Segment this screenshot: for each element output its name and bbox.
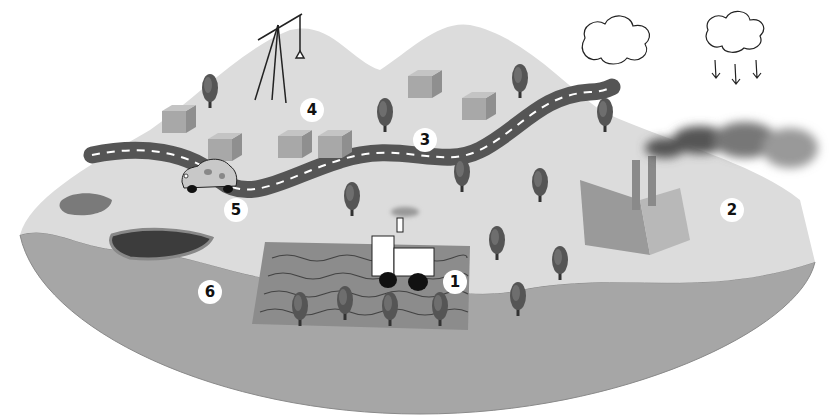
tree	[532, 168, 548, 202]
callout-number: 2	[720, 198, 744, 222]
callout-number: 4	[300, 98, 324, 122]
callout-number: 3	[413, 128, 437, 152]
tree	[489, 226, 505, 260]
house	[462, 92, 496, 120]
car	[182, 159, 237, 193]
house	[318, 130, 352, 158]
tree	[597, 98, 613, 132]
callout-number: 5	[224, 198, 248, 222]
tree	[292, 292, 308, 326]
tree	[454, 158, 470, 192]
cloud	[582, 16, 649, 64]
callout-number: 1	[443, 270, 467, 294]
house	[162, 105, 196, 133]
crane	[255, 14, 304, 103]
callout-number: 6	[198, 280, 222, 304]
tree	[512, 64, 528, 98]
house	[208, 133, 242, 161]
field	[252, 242, 470, 330]
tree	[344, 182, 360, 216]
tree	[510, 282, 526, 316]
rain-arrows	[712, 60, 761, 84]
cloud	[706, 11, 763, 52]
tree	[202, 74, 218, 108]
tree	[377, 98, 393, 132]
tree	[382, 292, 398, 326]
house	[408, 70, 442, 98]
tree	[432, 292, 448, 326]
tractor	[372, 207, 434, 291]
quarry-pit	[60, 193, 112, 215]
factory	[580, 122, 818, 255]
house	[278, 130, 312, 158]
quarry-pit	[111, 229, 212, 259]
tree	[337, 286, 353, 320]
tree	[552, 246, 568, 280]
ground-top	[20, 24, 815, 293]
